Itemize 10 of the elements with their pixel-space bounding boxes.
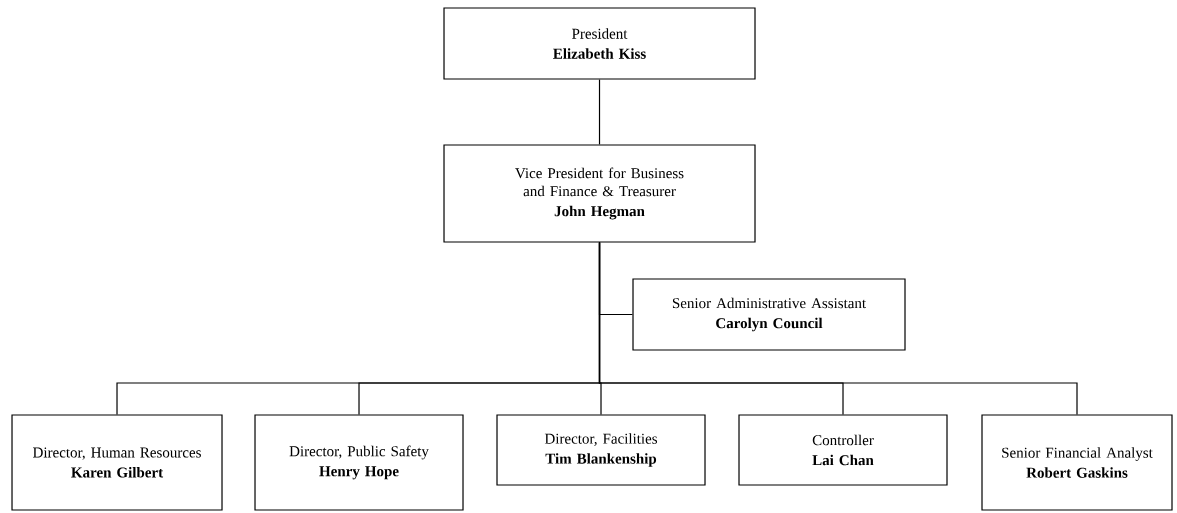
org-box: Vice President for Business and Finance & Treasurer John Hegman: [443, 144, 756, 243]
org-box: Controller Lai Chan: [738, 414, 948, 486]
connector-line: [598, 79, 601, 145]
org-box: Director, Public Safety Henry Hope: [254, 414, 464, 511]
org-box: Senior Administrative Assistant Carolyn Council: [632, 278, 906, 351]
org-box: Director, Human Resources Karen Gilbert: [11, 414, 223, 511]
org-box: Senior Financial Analyst Robert Gaskins: [981, 414, 1173, 511]
org-box: President Elizabeth Kiss: [443, 7, 756, 80]
connector-line: [598, 242, 1078, 415]
org-box: Director, Facilities Tim Blankenship: [496, 414, 706, 486]
